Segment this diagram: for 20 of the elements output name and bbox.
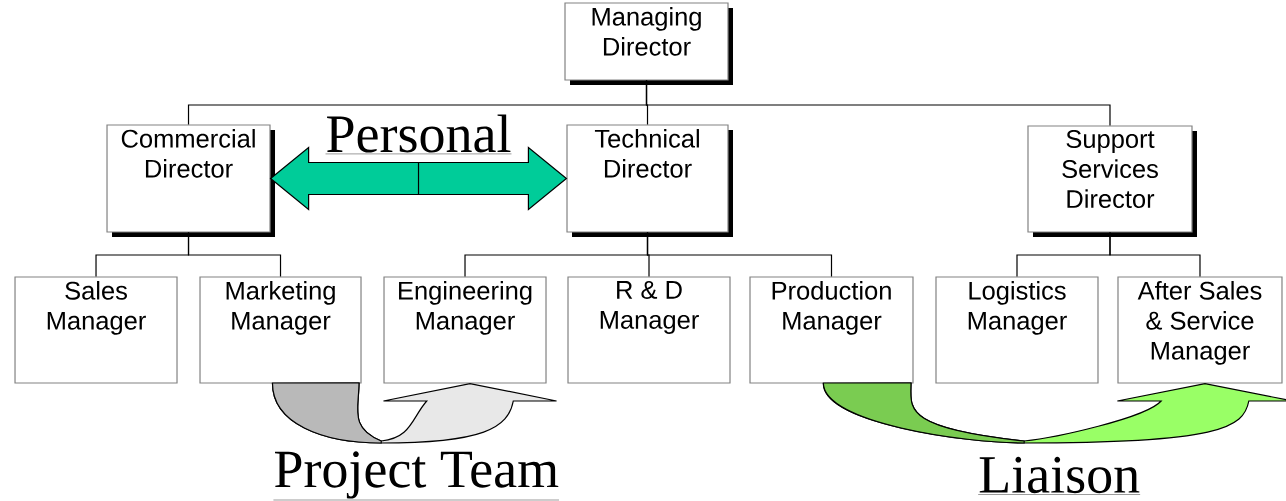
- edge-label: Liaison: [977, 456, 1141, 495]
- org-box: Production Manager: [749, 276, 914, 384]
- curved-block-arrow: [822, 382, 1286, 444]
- connector-line: [1109, 232, 1201, 277]
- org-box: Sales Manager: [14, 276, 178, 384]
- org-box: Marketing Manager: [199, 276, 362, 384]
- edge-label: Project Team: [273, 451, 560, 501]
- org-box: Technical Director: [566, 124, 733, 237]
- connector-line: [645, 80, 1111, 126]
- org-box: Commercial Director: [106, 124, 275, 237]
- connector-line: [187, 232, 282, 277]
- edge-label: Personal: [325, 114, 512, 155]
- curved-block-arrow: [271, 382, 558, 444]
- org-box: Managing Director: [564, 2, 733, 85]
- org-box: After Sales & Service Manager: [1117, 276, 1283, 384]
- org-box: Logistics Manager: [935, 276, 1099, 384]
- org-box: R & D Manager: [567, 276, 731, 384]
- org-box: Engineering Manager: [383, 276, 547, 384]
- connector-line: [646, 232, 833, 277]
- org-box: Support Services Director: [1027, 125, 1197, 237]
